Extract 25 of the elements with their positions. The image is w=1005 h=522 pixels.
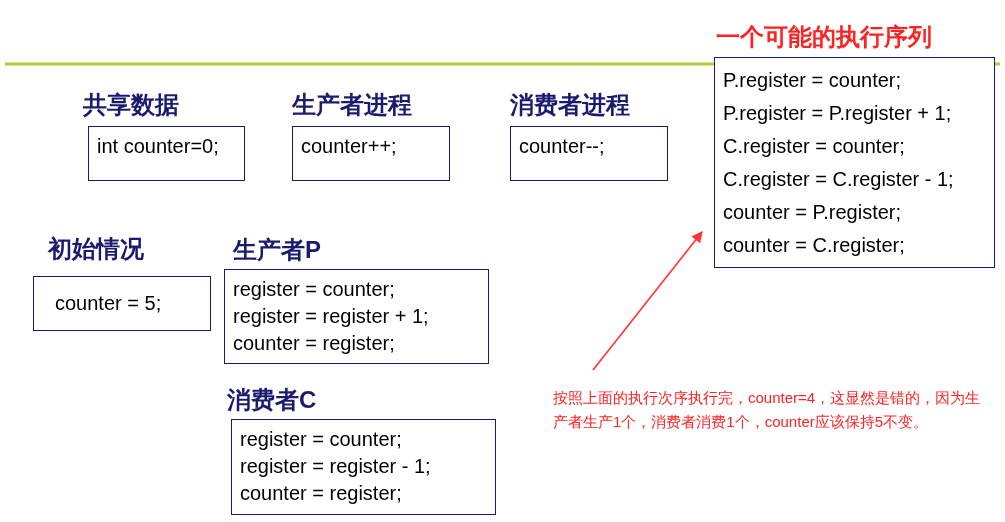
code-line: register = counter; (233, 277, 396, 302)
code-line: P.register = counter; (723, 68, 903, 93)
code-line: counter = P.register; (723, 200, 903, 225)
note-text: 按照上面的执行次序执行完，counter=4，这显然是错的，因为生产者生产1个，消费者消费1个，counter应该保持5不变。 (553, 388, 982, 432)
code-line: C.register = counter; (723, 134, 906, 159)
code-line: register = counter; (240, 427, 403, 452)
code-line: C.register = C.register - 1; (723, 167, 955, 192)
section-heading: 生产者进程 (292, 90, 412, 120)
code-line: counter = C.register; (723, 233, 906, 258)
section-heading: 一个可能的执行序列 (716, 22, 932, 52)
code-line: counter = register; (233, 331, 396, 356)
section-heading: 初始情况 (48, 234, 144, 264)
code-line: counter++; (301, 134, 398, 159)
code-line: P.register = P.register + 1; (723, 101, 953, 126)
arrow (592, 231, 703, 371)
code-line: register = register + 1; (233, 304, 430, 329)
code-line: register = register - 1; (240, 454, 432, 479)
section-heading: 消费者进程 (510, 90, 630, 120)
code-line: counter = register; (240, 481, 403, 506)
code-line: int counter=0; (97, 134, 220, 159)
code-line: counter = 5; (55, 291, 163, 316)
section-heading: 消费者C (227, 385, 317, 415)
code-line: counter--; (519, 134, 606, 159)
section-heading: 共享数据 (83, 90, 179, 120)
section-heading: 生产者P (233, 235, 321, 265)
